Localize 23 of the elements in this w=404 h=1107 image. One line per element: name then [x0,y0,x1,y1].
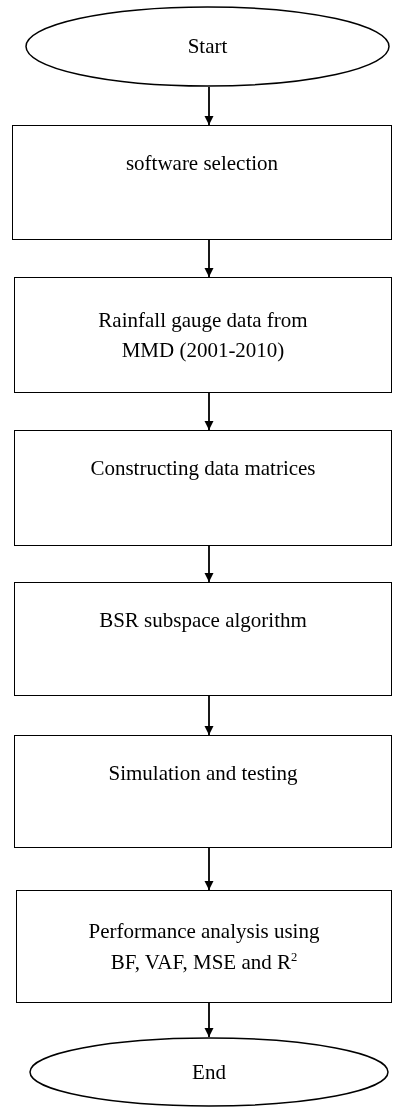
process-box [12,125,392,240]
arrow [204,847,214,891]
process-box [14,277,392,393]
arrow [204,86,214,126]
terminal-ellipse [25,6,390,87]
process-box [14,735,392,848]
arrow [204,239,214,278]
step-label: Start [187,33,228,61]
arrow [204,695,214,736]
step-label: software selection [124,150,280,177]
process-box [14,430,392,546]
step-label: Rainfall gauge data from MMD (2001-2010) [97,306,309,364]
arrow [204,545,214,583]
arrow [204,1002,214,1038]
step-label: Constructing data matrices [89,455,317,482]
step-label: End [192,1058,226,1086]
step-label: BSR subspace algorithm [98,607,308,634]
terminal-ellipse [29,1037,389,1107]
process-box [14,582,392,696]
step-label: Simulation and testing [107,760,299,787]
process-box [16,890,392,1003]
step-label: Performance analysis using BF, VAF, MSE and R$^{2}$ [87,918,321,976]
arrow [204,392,214,431]
